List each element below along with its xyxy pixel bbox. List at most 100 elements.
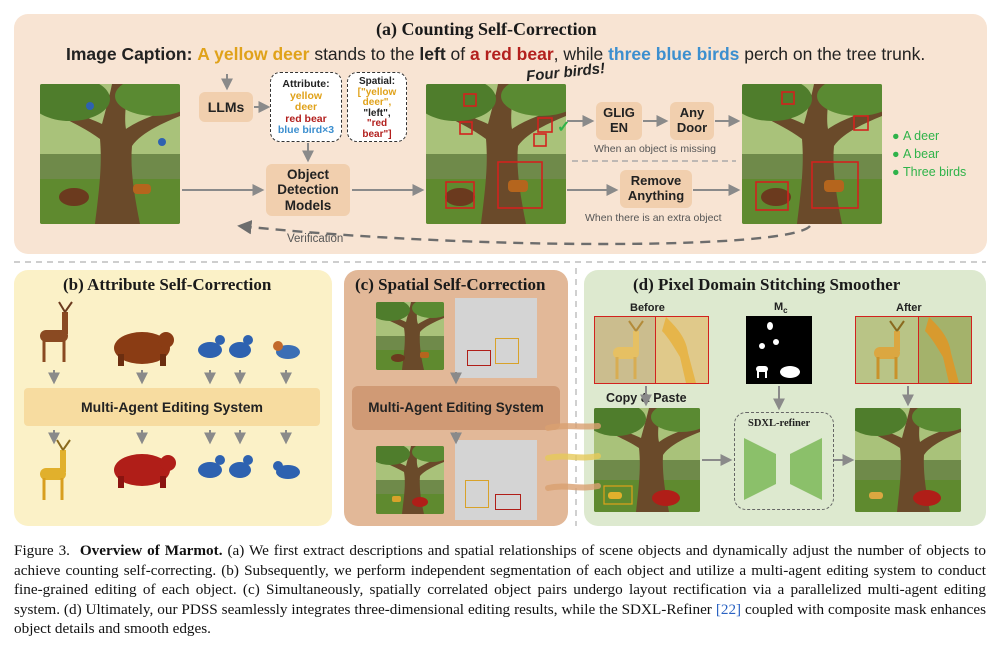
caption-left: left — [419, 44, 446, 64]
stitched-image — [594, 408, 700, 512]
sdxl-refiner-block — [734, 412, 834, 510]
object-detection-box: Object Detection Models — [266, 164, 350, 216]
figure-caption-text: (a) We first extract descriptions and sp… — [14, 542, 986, 618]
check-list: ● A deer ● A bear ● Three birds — [892, 127, 966, 181]
deer-leg-illustration — [919, 317, 971, 383]
scene-illustration — [426, 84, 566, 224]
panel-b-system-label: Multi-Agent Editing System — [81, 399, 263, 415]
mc-letter: M — [774, 301, 784, 313]
blue-bird-icon — [229, 455, 253, 478]
spatial-output-image — [376, 446, 444, 514]
bird-icon — [273, 341, 300, 359]
deer-leg-illustration — [656, 317, 708, 383]
check-item-label: A deer — [903, 129, 940, 143]
check-item: ● Three birds — [892, 163, 966, 181]
spatial-layout-before — [455, 298, 537, 378]
missing-note: When an object is missing — [594, 143, 716, 155]
spatial-red: "red — [366, 118, 388, 129]
input-scene-image — [40, 84, 180, 224]
caption-yellow-deer: A yellow deer — [197, 44, 310, 64]
spatial-deer: deer", — [362, 97, 392, 108]
caption-red-bear: a red bear — [469, 44, 554, 64]
yellow-deer-icon — [40, 439, 71, 500]
scene-illustration — [376, 302, 444, 370]
panel-a-title: (a) Counting Self-Correction — [376, 19, 597, 39]
green-dot-icon: ● — [892, 129, 900, 143]
green-dot-icon: ● — [892, 147, 900, 161]
result-image — [742, 84, 882, 224]
mask-shapes — [756, 322, 800, 378]
spatial-layout-after — [455, 440, 537, 520]
composite-mask — [746, 316, 812, 384]
vertical-separator — [575, 268, 577, 526]
figure-caption-bold: Overview of Marmot. — [79, 542, 223, 559]
before-crop-right — [655, 316, 709, 384]
spatial-input-image — [376, 302, 444, 370]
scene-illustration — [855, 408, 961, 512]
caption-blue-birds: three blue birds — [608, 44, 740, 64]
bear-icon — [114, 332, 174, 366]
spatial-yellow: ["yellow — [357, 86, 397, 98]
blue-bird-icon — [198, 455, 225, 478]
panel-a-arrows — [182, 74, 811, 246]
panel-d-arrows — [545, 386, 914, 491]
after-label: After — [896, 302, 922, 314]
separator-line — [14, 261, 986, 263]
check-mark-icon: ✓ — [557, 119, 571, 136]
before-label: Before — [630, 302, 665, 314]
spatial-left: "left", — [363, 107, 391, 119]
check-item-label: A bear — [903, 147, 940, 161]
green-dot-icon: ● — [892, 165, 900, 179]
deer-crop-illustration — [595, 317, 657, 383]
caption-text: of — [445, 44, 470, 64]
panel-c-title: (c) Spatial Self-Correction — [355, 275, 546, 294]
refiner-shape — [744, 438, 822, 500]
verification-label: Verification — [287, 233, 344, 245]
remove-anything-box: Remove Anything — [620, 170, 692, 208]
panel-d-title: (d) Pixel Domain Stitching Smoother — [633, 275, 901, 294]
check-item: ● A deer — [892, 127, 966, 145]
spatial-bear: bear"] — [362, 128, 392, 140]
scene-illustration — [594, 408, 700, 512]
blue-bird-icon — [273, 461, 300, 479]
after-crop-left — [855, 316, 921, 384]
scene-illustration — [376, 446, 444, 514]
llms-box: LLMs — [199, 92, 253, 122]
figure-caption-text: coupled with composite mask enhances obj… — [14, 600, 987, 638]
deer-bbox — [465, 480, 489, 508]
attribute-blue-bird: blue bird×3 — [277, 124, 335, 136]
detection-image — [426, 84, 566, 224]
final-image — [855, 408, 961, 512]
multi-agent-bar — [24, 388, 320, 426]
mc-label: Mc — [774, 301, 788, 315]
anydoor-box: Any Door — [670, 102, 714, 140]
check-item-label: Three birds — [903, 165, 967, 179]
panel-b-title: (b) Attribute Self-Correction — [63, 275, 272, 294]
attribute-yellow: yellow — [289, 89, 323, 102]
mc-subscript: c — [783, 306, 788, 316]
check-item: ● A bear — [892, 145, 966, 163]
bear-bbox — [467, 350, 491, 366]
image-caption: Image Caption: A yellow deer stands to t… — [66, 44, 925, 65]
panel-b-animals — [24, 301, 320, 500]
figure-label: Figure 3. — [14, 542, 70, 559]
caption-text: , while — [553, 44, 609, 64]
extra-note: When there is an extra object — [585, 212, 722, 224]
citation-link[interactable]: [22] — [715, 600, 742, 618]
caption-label: Image Caption: — [66, 44, 193, 64]
bird-icon — [198, 335, 225, 358]
caption-text: perch on the tree trunk. — [739, 44, 926, 64]
scene-illustration — [40, 84, 180, 224]
spatial-title: Spatial: — [358, 76, 396, 87]
figure-caption: Figure 3. Overview of Marmot. (a) We fir… — [14, 541, 986, 639]
deer-crop-illustration — [856, 317, 920, 383]
bird-icon — [229, 335, 253, 358]
after-crop-right — [918, 316, 972, 384]
panel-c-system-box: Multi-Agent Editing System — [352, 386, 560, 430]
scene-illustration — [742, 84, 882, 224]
sdxl-refiner-label: SDXL-refiner — [748, 418, 811, 429]
attribute-box: Attribute: yellow deer red bear blue bir… — [270, 72, 342, 142]
panel-c-arrows — [450, 372, 462, 445]
spatial-box: Spatial: ["yellow deer", "left", "red be… — [347, 72, 407, 142]
caption-text: stands to the — [309, 44, 420, 64]
